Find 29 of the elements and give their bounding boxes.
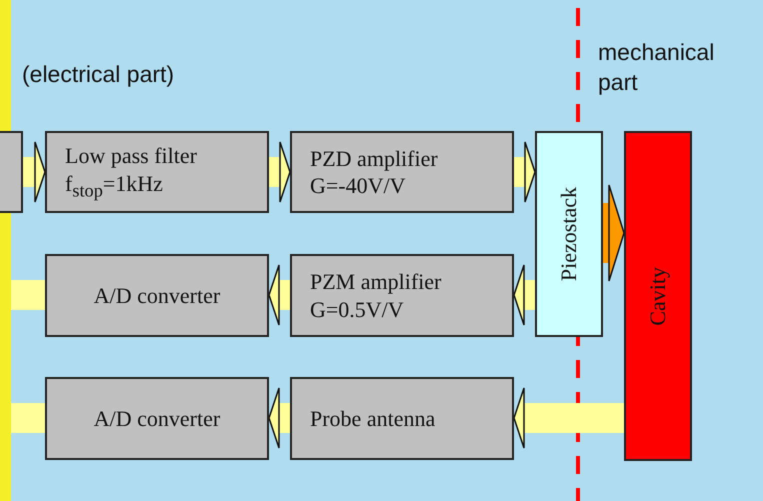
process-box — [290, 131, 514, 213]
block-arrow — [514, 141, 536, 203]
section-label: mechanical part — [598, 38, 716, 97]
block-arrow — [513, 264, 535, 326]
box-label: PZM amplifier — [310, 268, 442, 296]
section-label: (electrical part) — [22, 60, 176, 89]
block-arrow — [23, 141, 46, 203]
component-block — [535, 131, 603, 337]
process-box — [45, 377, 269, 460]
block-arrow — [513, 387, 624, 449]
block-arrow — [269, 141, 291, 203]
box-label: f$_{stop}$=1kHz — [65, 170, 164, 202]
box-label: G=0.5V/V — [310, 296, 405, 323]
box-label: Probe antenna — [310, 404, 436, 432]
box-label: Piezostack — [555, 186, 582, 282]
box-label: Low pass filter — [65, 142, 198, 170]
process-box — [45, 254, 269, 337]
process-box — [290, 254, 514, 337]
box-label: A/D converter — [92, 404, 222, 432]
box-label: PZD amplifier — [310, 144, 439, 172]
component-block — [624, 131, 692, 461]
process-box — [290, 377, 514, 460]
block-arrow — [603, 184, 625, 282]
box-label: G=-40V/V — [310, 172, 407, 200]
process-box — [45, 131, 269, 213]
box-label: A/D converter — [92, 282, 222, 310]
block-arrow — [268, 264, 290, 326]
box-label: Cavity — [644, 266, 672, 326]
block-arrow — [268, 387, 290, 449]
